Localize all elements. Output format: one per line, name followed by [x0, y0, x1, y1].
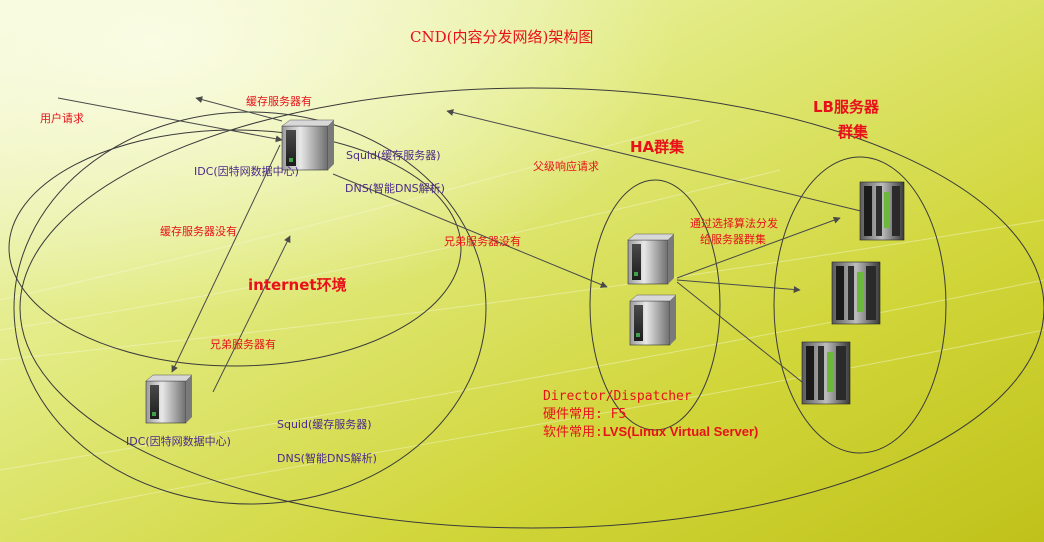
- parent-response-arrow: [446, 109, 899, 221]
- lb-cluster-label-1: LB服务器: [813, 98, 879, 116]
- idc-bottom-squid-label: Squid(缓存服务器): [277, 418, 372, 431]
- dispatch-arrow-top: [676, 216, 841, 279]
- parent-response-label: 父级响应请求: [533, 160, 599, 173]
- ha-cluster-label: HA群集: [630, 138, 685, 156]
- user-request-label: 用户请求: [40, 112, 84, 125]
- algorithm-dispatch-label-2: 给服务器群集: [700, 233, 766, 246]
- sibling-none-label: 兄弟服务器没有: [444, 235, 521, 248]
- director-line-1: Director/Dispatcher: [543, 389, 692, 404]
- server-rack-icon: [801, 341, 851, 405]
- sibling-none-arrow: [332, 173, 608, 288]
- server-rack-icon: [831, 261, 881, 325]
- server-tower-icon: [145, 374, 193, 424]
- sibling-has-label: 兄弟服务器有: [210, 338, 276, 351]
- cache-none-arrow: [171, 144, 281, 373]
- dispatch-arrow-low: [676, 281, 813, 391]
- server-tower-icon: [629, 294, 677, 346]
- director-line-2: 硬件常用: F5: [543, 406, 627, 422]
- server-tower-icon: [627, 233, 675, 285]
- idc-bottom-dns-label: DNS(智能DNS解析): [277, 452, 377, 465]
- lb-cluster-label-2: 群集: [838, 123, 869, 141]
- lb-ellipse: [773, 156, 947, 454]
- idc-top-dns-label: DNS(智能DNS解析): [345, 182, 445, 195]
- cache-has-label: 缓存服务器有: [246, 95, 312, 108]
- idc-top-squid-label: Squid(缓存服务器): [346, 149, 441, 162]
- director-line-3-suffix: LVS(Linux Virtual Server): [602, 424, 759, 440]
- outer-ellipse: [19, 87, 1044, 529]
- ha-ellipse: [589, 179, 721, 431]
- dispatch-arrow-mid: [676, 279, 801, 293]
- user-request-arrow: [57, 97, 283, 143]
- director-dispatcher-info: Director/Dispatcher 硬件常用: F5 软件常用:LVS(Li…: [543, 388, 758, 442]
- sibling-has-arrow: [212, 235, 291, 393]
- idc-top-idc-label: IDC(因特网数据中心): [194, 165, 299, 178]
- server-rack-icon: [859, 181, 905, 241]
- cache-none-label: 缓存服务器没有: [160, 225, 237, 238]
- director-line-3-prefix: 软件常用:: [543, 425, 603, 441]
- idc-bottom-idc-label: IDC(因特网数据中心): [126, 435, 231, 448]
- director-line-3: 软件常用:LVS(Linux Virtual Server): [543, 423, 758, 442]
- idc-top-ellipse: [8, 129, 462, 367]
- cache-has-arrow: [195, 96, 283, 122]
- server-tower-icon: [281, 119, 335, 171]
- internet-environment-label: internet环境: [248, 276, 347, 294]
- diagram-title: CND(内容分发网络)架构图: [410, 28, 594, 46]
- algorithm-dispatch-label-1: 通过选择算法分发: [690, 217, 778, 230]
